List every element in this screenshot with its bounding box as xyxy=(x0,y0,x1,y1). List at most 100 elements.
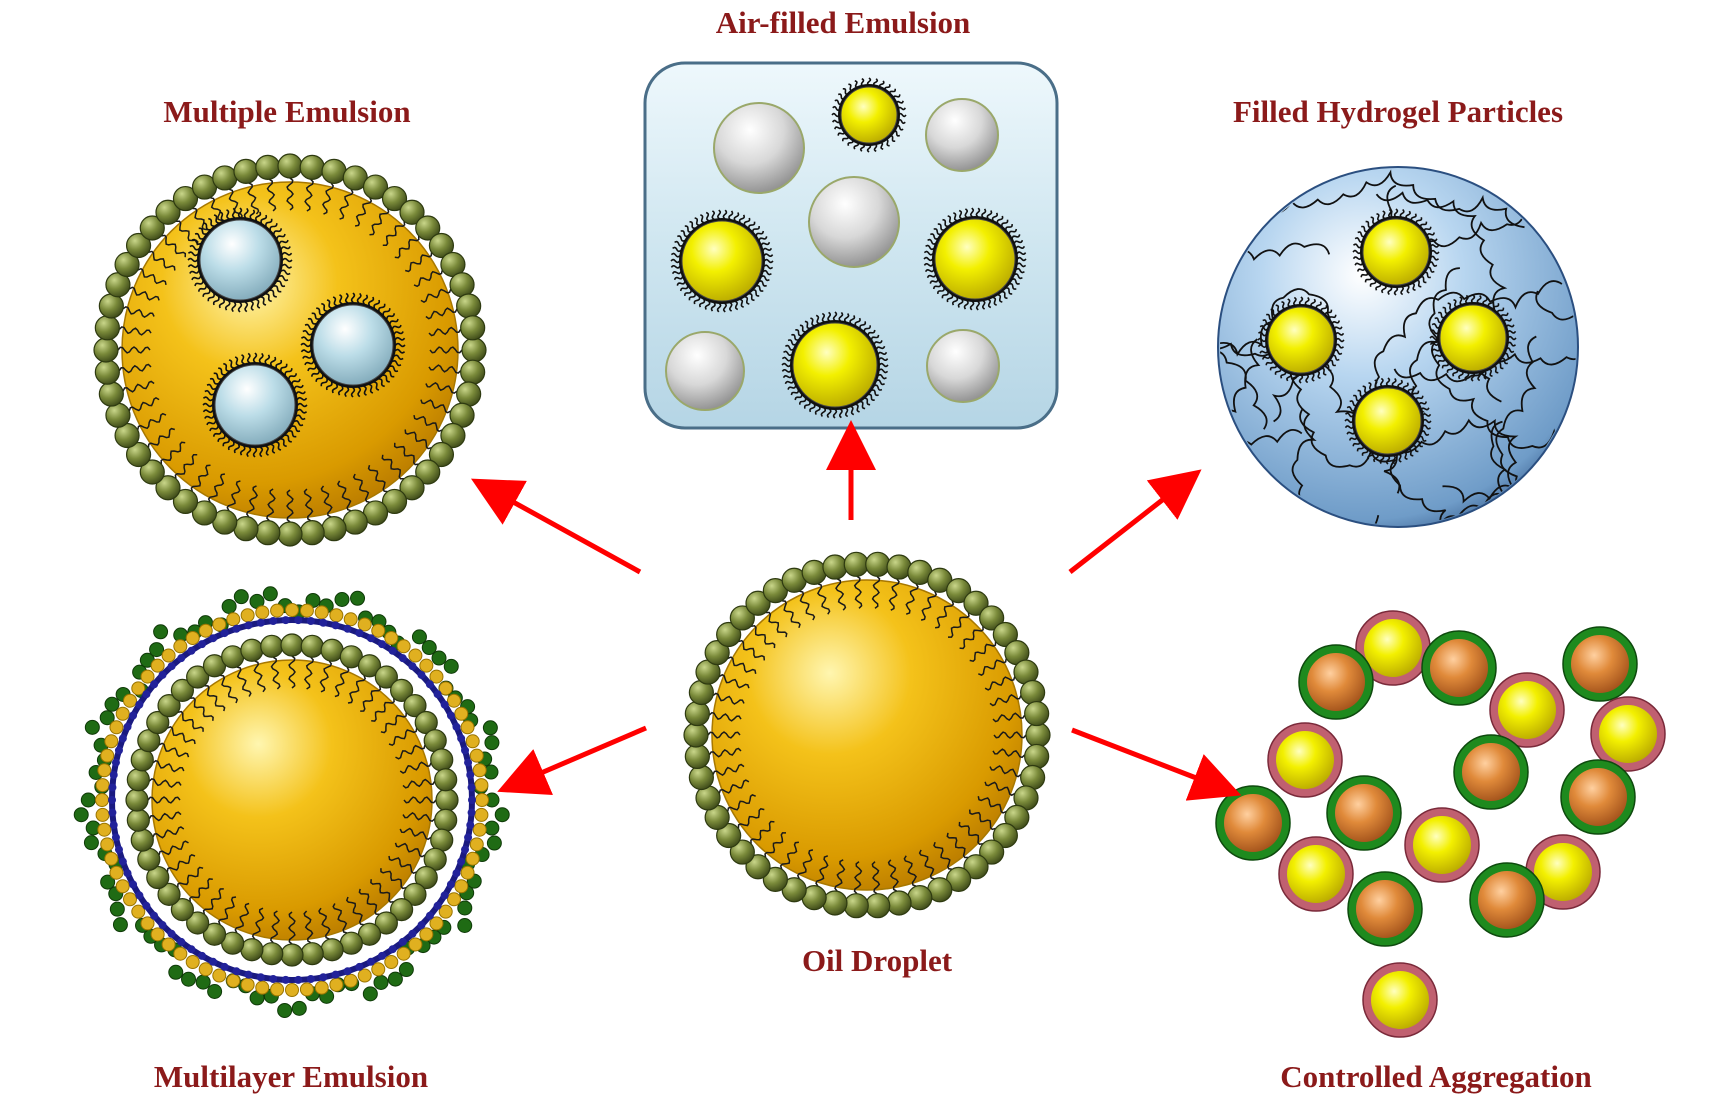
navy-layer-bead xyxy=(457,857,466,866)
multiple-emulsion-emulsifier-head xyxy=(233,516,259,542)
orange-core xyxy=(1335,784,1393,842)
multiple-emulsion-emulsifier-head xyxy=(172,185,199,212)
navy-layer-bead xyxy=(109,821,118,830)
air-bubble xyxy=(808,176,900,268)
middle-layer xyxy=(299,603,314,618)
multiple-emulsion-emulsifier-head xyxy=(362,174,389,200)
navy-layer-bead xyxy=(142,690,151,699)
multilayer-core-emulsifier-head xyxy=(157,882,181,906)
middle-layer xyxy=(185,955,200,970)
navy-layer-bead xyxy=(468,796,476,804)
multilayer-core-emulsifier-head xyxy=(260,634,284,658)
oil-droplet-emulsifier-head xyxy=(729,839,755,865)
navy-layer-bead xyxy=(114,845,123,854)
oil-droplet-emulsifier-head xyxy=(843,551,869,577)
navy-layer-bead xyxy=(440,891,449,900)
oil-droplet-emulsifier-head xyxy=(683,722,709,748)
inner-water-droplet xyxy=(199,219,281,301)
navy-layer-bead xyxy=(366,957,375,966)
navy-layer-bead xyxy=(281,975,290,984)
oil-droplet-emulsifier-head xyxy=(992,621,1018,648)
middle-layer xyxy=(104,734,119,749)
multiple-emulsion-illustration xyxy=(93,153,487,547)
navy-layer-bead xyxy=(425,911,434,920)
coated-oil-droplet xyxy=(840,86,898,144)
coated-oil-droplet xyxy=(934,218,1016,300)
middle-layer xyxy=(438,904,453,919)
middle-layer xyxy=(438,681,453,696)
middle-layer xyxy=(408,648,423,663)
middle-layer xyxy=(122,892,137,907)
middle-layer xyxy=(115,879,130,894)
multilayer-core-emulsifier-head xyxy=(280,633,304,657)
outer-polymer-layer xyxy=(221,598,237,614)
navy-layer-bead xyxy=(209,957,218,966)
multilayer-core-emulsifier-head xyxy=(434,768,458,792)
navy-layer-bead xyxy=(452,869,461,878)
multiple-emulsion-emulsifier-head xyxy=(381,185,408,212)
navy-layer-bead xyxy=(461,845,470,854)
middle-layer xyxy=(100,748,115,763)
oil-droplet-emulsifier-head xyxy=(992,822,1018,849)
multilayer-core-emulsifier-head xyxy=(374,665,398,689)
multiple-emulsion-oil-core xyxy=(121,181,459,519)
navy-layer-bead xyxy=(319,973,328,982)
middle-layer xyxy=(255,605,270,620)
navy-layer-bead xyxy=(187,945,196,954)
multiple-emulsion-emulsifier-head xyxy=(428,441,455,468)
oil-droplet-emulsifier-head xyxy=(886,554,912,580)
multilayer-core-emulsifier-head xyxy=(125,788,149,812)
middle-layer xyxy=(454,879,469,894)
navy-layer-bead xyxy=(187,646,196,655)
embedded-oil-droplet xyxy=(1354,387,1422,455)
multiple-emulsion-emulsifier-head xyxy=(449,272,475,298)
multilayer-core-emulsifier-head xyxy=(202,922,227,946)
multiple-emulsion-emulsifier-head xyxy=(415,215,441,241)
oil-droplet-emulsifier-head xyxy=(684,743,710,770)
air-bubble xyxy=(925,98,999,172)
multilayer-core-emulsifier-head xyxy=(430,748,454,772)
outer-polymer-layer xyxy=(149,642,165,658)
middle-layer xyxy=(97,763,112,778)
multiple-emulsion-emulsifier-head xyxy=(172,488,199,515)
outer-polymer-layer xyxy=(398,962,414,978)
navy-layer-bead xyxy=(378,951,386,960)
navy-layer-bead xyxy=(232,967,241,976)
oil-droplet-emulsifier-head xyxy=(979,839,1005,865)
label-multiple-emulsion: Multiple Emulsion xyxy=(163,94,411,129)
multiple-emulsion-emulsifier-head xyxy=(460,359,486,385)
multiple-emulsion-emulsifier-head xyxy=(125,441,152,468)
multilayer-core-oil-core xyxy=(151,659,433,941)
navy-layer-bead xyxy=(232,624,241,633)
outer-polymer-layer xyxy=(334,592,350,608)
middle-layer xyxy=(270,982,285,997)
middle-layer xyxy=(104,851,119,866)
outer-polymer-layer xyxy=(457,900,473,916)
navy-layer-bead xyxy=(319,618,328,627)
middle-layer xyxy=(419,658,434,673)
outer-polymer-layer xyxy=(109,901,125,917)
yellow-core xyxy=(1364,619,1422,677)
multiple-emulsion-emulsifier-head xyxy=(321,516,347,542)
navy-layer-bead xyxy=(355,629,364,638)
middle-layer xyxy=(140,669,155,684)
navy-layer-bead xyxy=(294,616,303,625)
arrows xyxy=(470,420,1242,801)
label-controlled-aggregation: Controlled Aggregation xyxy=(1280,1059,1592,1094)
yellow-core xyxy=(1599,705,1657,763)
multilayer-core-emulsifier-head xyxy=(403,882,427,906)
coated-oil-droplet xyxy=(792,322,878,408)
multiple-emulsion-emulsifier-head xyxy=(342,509,368,535)
multilayer-core-emulsifier-head xyxy=(403,694,427,718)
navy-layer-bead xyxy=(167,929,176,938)
middle-layer xyxy=(384,630,399,645)
oil-droplet-emulsifier-head xyxy=(801,559,827,585)
middle-layer xyxy=(460,865,475,880)
navy-layer-bead xyxy=(123,722,132,731)
navy-layer-bead xyxy=(355,962,364,971)
navy-layer-bead xyxy=(269,975,278,984)
navy-layer-bead xyxy=(378,640,386,649)
navy-layer-bead xyxy=(281,616,290,625)
label-air-filled-emulsion: Air-filled Emulsion xyxy=(715,5,971,40)
navy-layer-bead xyxy=(446,880,455,889)
